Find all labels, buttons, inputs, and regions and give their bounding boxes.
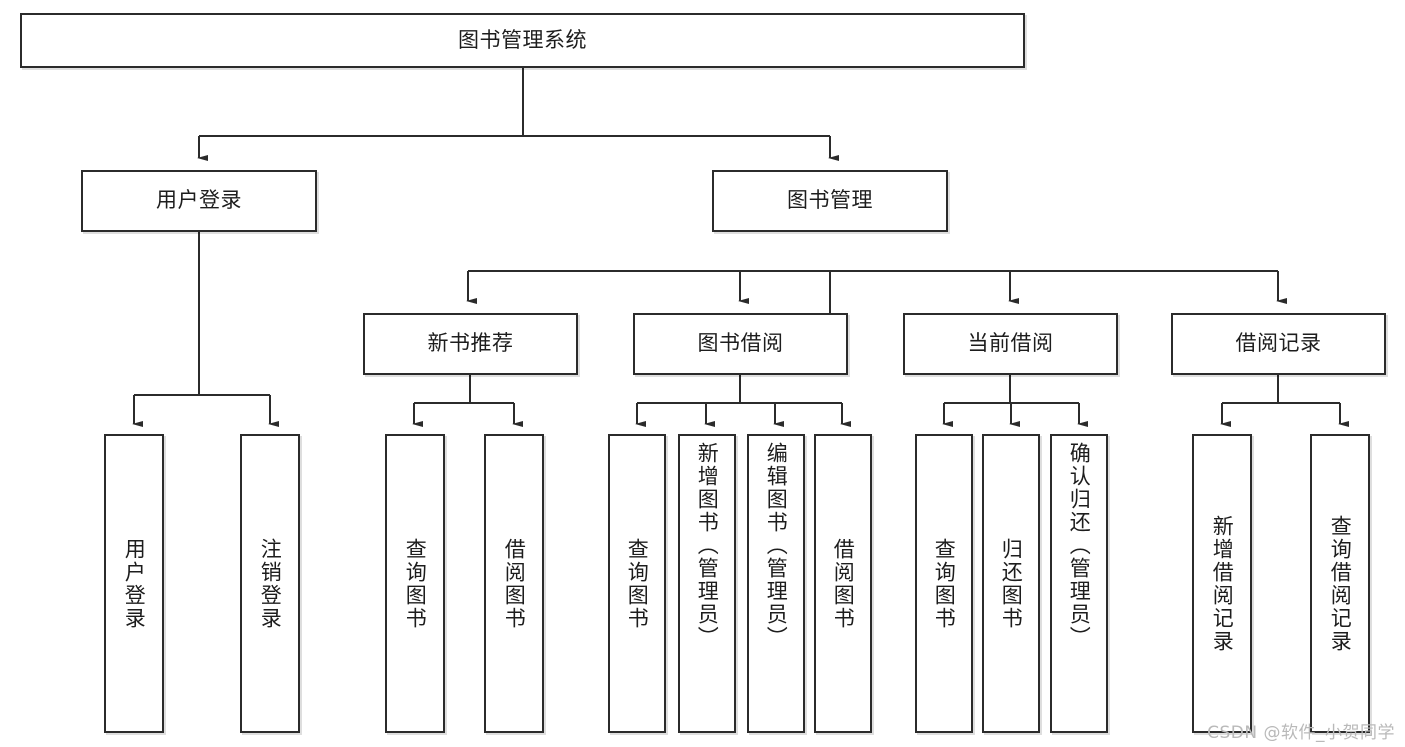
node-borrow-record[interactable]: 借阅记录 xyxy=(1171,313,1386,375)
node-label: 图书管理系统 xyxy=(458,27,587,52)
leaf-borrow-book-recommend[interactable]: 借阅图书 xyxy=(484,434,544,733)
node-book-management[interactable]: 图书管理 xyxy=(712,170,948,232)
node-book-borrow[interactable]: 图书借阅 xyxy=(633,313,848,375)
node-label: 编辑图书（管理员） xyxy=(764,442,789,649)
node-root-library-system[interactable]: 图书管理系统 xyxy=(20,13,1025,68)
leaf-query-book-recommend[interactable]: 查询图书 xyxy=(385,434,445,733)
leaf-query-borrow-record[interactable]: 查询借阅记录 xyxy=(1310,434,1370,733)
leaf-query-book-borrow[interactable]: 查询图书 xyxy=(608,434,666,733)
node-user-login[interactable]: 用户登录 xyxy=(81,170,317,232)
node-label: 借阅图书 xyxy=(502,537,527,630)
leaf-user-login[interactable]: 用户登录 xyxy=(104,434,164,733)
leaf-add-book-admin[interactable]: 新增图书（管理员） xyxy=(678,434,736,733)
node-label: 新增借阅记录 xyxy=(1210,514,1235,653)
node-label: 用户登录 xyxy=(156,188,242,213)
node-label: 图书管理 xyxy=(787,188,873,213)
node-label: 注销登录 xyxy=(258,537,283,630)
node-label: 查询图书 xyxy=(625,537,650,630)
node-label: 新增图书（管理员） xyxy=(695,442,720,649)
node-label: 查询借阅记录 xyxy=(1328,514,1353,653)
node-label: 借阅记录 xyxy=(1235,331,1322,356)
leaf-edit-book-admin[interactable]: 编辑图书（管理员） xyxy=(747,434,805,733)
leaf-confirm-return-admin[interactable]: 确认归还（管理员） xyxy=(1050,434,1108,733)
node-new-book-recommend[interactable]: 新书推荐 xyxy=(363,313,578,375)
node-label: 查询图书 xyxy=(403,537,428,630)
node-label: 确认归还（管理员） xyxy=(1067,442,1092,649)
node-label: 查询图书 xyxy=(932,537,957,630)
node-label: 归还图书 xyxy=(999,537,1024,630)
node-current-borrow[interactable]: 当前借阅 xyxy=(903,313,1118,375)
leaf-borrow-book[interactable]: 借阅图书 xyxy=(814,434,872,733)
leaf-add-borrow-record[interactable]: 新增借阅记录 xyxy=(1192,434,1252,733)
leaf-query-book-current[interactable]: 查询图书 xyxy=(915,434,973,733)
node-label: 借阅图书 xyxy=(831,537,856,630)
leaf-logout[interactable]: 注销登录 xyxy=(240,434,300,733)
node-label: 图书借阅 xyxy=(697,331,784,356)
node-label: 用户登录 xyxy=(122,537,147,630)
leaf-return-book[interactable]: 归还图书 xyxy=(982,434,1040,733)
node-label: 新书推荐 xyxy=(427,331,514,356)
node-label: 当前借阅 xyxy=(967,331,1054,356)
